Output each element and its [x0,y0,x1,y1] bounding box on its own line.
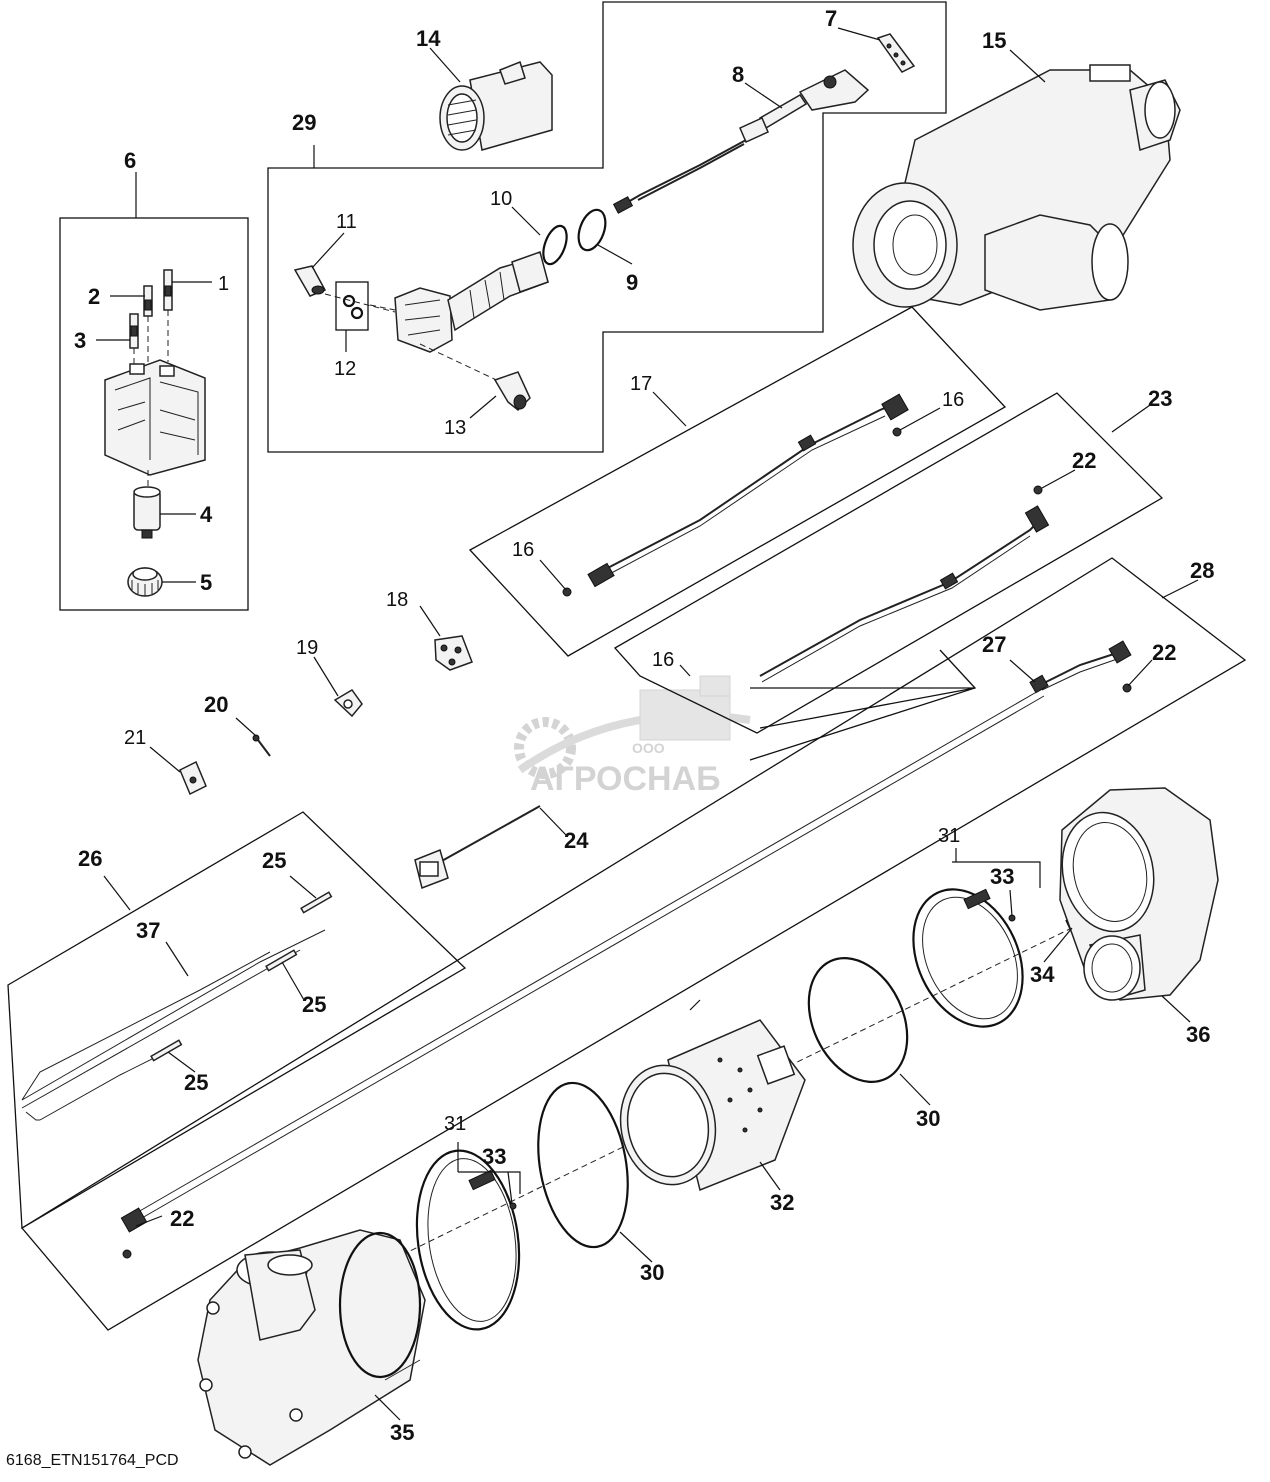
part-31-clamp-left [415,1149,521,1331]
callout-27: 27 [982,632,1006,657]
callout-5: 5 [200,570,212,595]
callout-30-a: 30 [916,1106,940,1131]
watermark-brand-text: АГРОСНАБ [530,760,721,798]
callout-17: 17 [630,373,652,395]
part-14-mixer [439,61,553,151]
callout-28: 28 [1190,558,1214,583]
callout-11: 11 [336,211,357,233]
diagram-caption: 6168_ETN151764_PCD [6,1452,179,1469]
part-3-sensor [129,313,139,349]
group-23-box [613,392,1164,734]
part-30-gasket-left [537,1081,629,1249]
callout-10: 10 [490,188,512,210]
callout-22-a: 22 [1072,448,1096,473]
part-11-fitting [293,265,327,297]
callout-4: 4 [200,502,213,527]
callout-31-b: 31 [444,1113,466,1135]
group-29-box [267,1,947,453]
part-19-plate [333,689,363,718]
callout-12: 12 [334,358,356,380]
callout-3: 3 [74,328,86,353]
part-8-injector [612,69,870,214]
callout-9: 9 [626,270,638,295]
callout-16-a: 16 [942,389,964,411]
callout-18: 18 [386,589,408,611]
callout-25-a: 25 [262,848,286,873]
part-10-oring [542,224,568,266]
callout-21: 21 [124,727,146,749]
part-20-bolt [252,734,271,757]
callout-2: 2 [88,284,100,309]
group-17-box [468,306,1007,657]
callout-36: 36 [1186,1022,1210,1047]
part-29-doser-housing [394,251,549,353]
part-21-clip [179,760,207,796]
part-12-seal-kit [335,281,369,331]
callout-33-b: 33 [482,1144,506,1169]
part-13-elbow [493,371,531,412]
part-23-sensor-harness [759,485,1050,683]
callout-30-b: 30 [640,1260,664,1285]
group-23-inner-step [750,687,976,729]
part-4-filter [133,486,161,539]
part-15-aftertreatment-canister [852,64,1181,311]
callout-22-c: 22 [170,1206,194,1231]
group-28-box [21,557,1247,1331]
part-9-oring [577,208,607,252]
callout-16-b: 16 [512,539,534,561]
part-31-clamp-right [912,888,1024,1028]
watermark-small-text: ООО [632,740,665,756]
part-36-outlet-housing [1059,787,1219,1001]
callout-29: 29 [292,110,316,135]
callout-19: 19 [296,637,318,659]
watermark-logo: ООО АГРОСНАБ [514,675,751,798]
callout-22-b: 22 [1152,640,1176,665]
callout-25-b: 25 [302,992,326,1017]
callout-20: 20 [204,692,228,717]
callout-8: 8 [732,62,744,87]
part-26-temp-sensor-set [21,891,333,1121]
part-7-bracket [876,33,916,73]
part-2-sensor [143,285,153,317]
part-18-connector-kit [434,635,473,671]
callout-32: 32 [770,1190,794,1215]
part-27-28-sensor-harness [120,640,1132,1259]
group-26-box [7,811,467,1230]
part-24-sensor [414,805,541,890]
callout-26: 26 [78,846,102,871]
callout-25-c: 25 [184,1070,208,1095]
part-5-cap [127,567,163,597]
part-6-dashes [133,310,169,368]
part-6-pump-module [104,359,206,476]
callout-14: 14 [416,26,441,51]
callout-35: 35 [390,1420,414,1445]
part-17-sensor-harness [562,393,909,597]
part-35-inlet-housing [197,1229,426,1466]
callout-13: 13 [444,417,466,439]
group-28-step [749,649,977,761]
callout-24: 24 [564,828,589,853]
callout-16-c: 16 [652,649,674,671]
callout-15: 15 [982,28,1006,53]
callout-31-a: 31 [938,825,960,847]
group-29-dashes [324,293,506,385]
callout-6: 6 [124,148,136,173]
callout-7: 7 [825,6,837,31]
callout-34: 34 [1030,962,1055,987]
part-1-sensor [163,269,173,311]
callout-33-a: 33 [990,864,1014,889]
group-6-box [59,217,249,611]
part-30-gasket-right [807,956,909,1084]
callout-1: 1 [218,273,229,295]
callout-37: 37 [136,918,160,943]
main-axis-dashes [329,923,1081,1291]
leader-lines [96,27,1199,1421]
callout-23: 23 [1148,386,1172,411]
part-32-dpf-element [619,1019,806,1192]
callout-labels: 6 1 2 3 4 5 7 8 15 14 29 11 10 9 12 13 1… [74,6,1214,1445]
